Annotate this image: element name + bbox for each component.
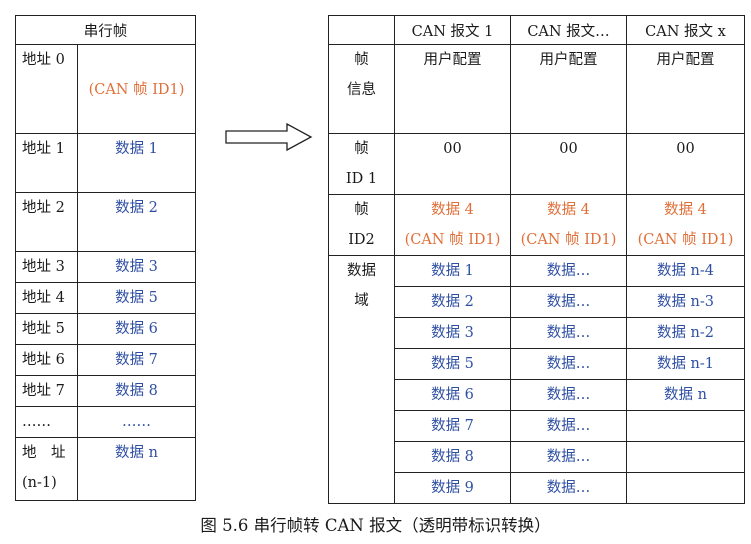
- address-label: 地址 6: [22, 352, 65, 368]
- cell-value: 数据 7: [431, 418, 474, 434]
- table-row: 帧 ID 1 00 00 00: [328, 133, 745, 195]
- address-label: 地址 4: [22, 290, 65, 306]
- row-label: 域: [354, 293, 369, 309]
- table-row: 地址 3 数据 3: [15, 251, 196, 283]
- row-label: 信息: [347, 82, 376, 98]
- cell-value: 数据 n-2: [656, 325, 715, 341]
- address-value: 数据 6: [115, 321, 158, 337]
- address-value: 数据 1: [115, 141, 158, 157]
- cell-value: 00: [443, 141, 462, 157]
- cell-value: 数据 n: [664, 387, 707, 403]
- table-row: 地址 4 数据 5: [15, 282, 196, 314]
- row-label: 帧: [354, 52, 369, 68]
- cell-value: 数据 1: [431, 263, 474, 279]
- cell-value: 数据 8: [431, 449, 474, 465]
- address-label: 地址 1: [22, 141, 65, 157]
- cell-value: [627, 473, 744, 503]
- cell-value: 数据…: [546, 356, 591, 372]
- address-value: 数据 5: [115, 290, 158, 306]
- cell-value: 数据 6: [431, 387, 474, 403]
- cell-value: 数据 4: [431, 202, 474, 218]
- table-row: 地址 6 数据 7: [15, 344, 196, 376]
- cell-value: 数据…: [546, 325, 591, 341]
- column-header: CAN 报文 1: [394, 15, 511, 45]
- address-label: 地址 2: [22, 200, 65, 216]
- cell-value: 数据 5: [431, 356, 474, 372]
- cell-value: 数据…: [546, 387, 591, 403]
- table-row: 帧 ID2 数据 4 (CAN 帧 ID1) 数据 4 (CAN 帧 ID1) …: [328, 194, 745, 256]
- address-value: 数据 n: [115, 445, 158, 461]
- cell-value: 数据…: [546, 480, 591, 496]
- cell-value: 数据 3: [431, 325, 474, 341]
- cell-value: 用户配置: [539, 52, 598, 68]
- cell-value: 数据…: [546, 449, 591, 465]
- table-row: 数据 域 数据 1 数据… 数据 n-4: [328, 255, 745, 504]
- table-row: 数据 3 数据… 数据 n-2: [329, 317, 745, 349]
- table-row: 地址 2 数据 2: [15, 192, 196, 252]
- right-arrow-icon: [225, 122, 313, 152]
- row-label: ID 1: [345, 171, 378, 187]
- address-value: (CAN 帧 ID1): [88, 82, 185, 98]
- table-row: 数据 7 数据…: [329, 410, 745, 442]
- address-value: 数据 2: [115, 200, 158, 216]
- cell-value: (CAN 帧 ID1): [520, 232, 617, 248]
- address-label: 地址 0: [22, 52, 65, 68]
- column-header: CAN 报文…: [510, 15, 627, 45]
- row-label: 帧: [354, 202, 369, 218]
- table-row: 地址 5 数据 6: [15, 313, 196, 345]
- table-row: 帧 信息 用户配置 用户配置 用户配置: [328, 44, 745, 134]
- cell-value: 00: [676, 141, 695, 157]
- table-row: 数据 5 数据… 数据 n-1: [329, 348, 745, 380]
- cell-value: 数据 n-1: [656, 356, 715, 372]
- table-row: 地 址 (n-1) 数据 n: [15, 437, 196, 501]
- cell-value: 数据 2: [431, 294, 474, 310]
- serial-frame-header: 串行帧: [15, 15, 196, 45]
- cell-value: 用户配置: [423, 52, 482, 68]
- cell-value: 数据…: [546, 418, 591, 434]
- address-label: ……: [22, 414, 51, 430]
- cell-value: 用户配置: [656, 52, 715, 68]
- table-row: 数据 8 数据…: [329, 441, 745, 473]
- address-label: 地 址: [22, 445, 66, 461]
- cell-value: 数据 4: [547, 202, 590, 218]
- table-row: 地址 1 数据 1: [15, 133, 196, 193]
- row-label: 帧: [354, 141, 369, 157]
- table-row: 数据 2 数据… 数据 n-3: [329, 286, 745, 318]
- figure-caption: 图 5.6 串行帧转 CAN 报文（透明带标识转换）: [200, 516, 551, 535]
- address-label: 地址 3: [22, 259, 65, 275]
- cell-value: 数据…: [546, 263, 591, 279]
- address-label: 地址 7: [22, 383, 65, 399]
- column-header: CAN 报文 x: [626, 15, 745, 45]
- address-value: 数据 7: [115, 352, 158, 368]
- address-value: 数据 8: [115, 383, 158, 399]
- table-row: …… ……: [15, 406, 196, 438]
- address-label: 地址 5: [22, 321, 65, 337]
- cell-value: (CAN 帧 ID1): [404, 232, 501, 248]
- address-value: 数据 3: [115, 259, 158, 275]
- cell-value: [627, 411, 744, 441]
- address-value: ……: [122, 414, 151, 430]
- table-row: 地址 0 (CAN 帧 ID1): [15, 44, 196, 134]
- cell-value: 00: [559, 141, 578, 157]
- serial-frame-table: 串行帧 地址 0 (CAN 帧 ID1) 地址 1 数据 1 地址 2 数据 2…: [15, 15, 196, 501]
- cell-value: (CAN 帧 ID1): [637, 232, 734, 248]
- cell-value: 数据 n-4: [656, 263, 715, 279]
- cell-value: 数据 n-3: [656, 294, 715, 310]
- address-label-sub: (n-1): [22, 475, 57, 491]
- cell-value: [627, 442, 744, 472]
- cell-value: 数据 4: [664, 202, 707, 218]
- table-row: 地址 7 数据 8: [15, 375, 196, 407]
- cell-value: 数据…: [546, 294, 591, 310]
- table-row: 数据 9 数据…: [329, 472, 745, 504]
- table-row: 数据 6 数据… 数据 n: [329, 379, 745, 411]
- cell-value: 数据 9: [431, 480, 474, 496]
- row-label: ID2: [348, 232, 375, 248]
- row-label: 数据: [347, 263, 376, 279]
- can-message-table: CAN 报文 1 CAN 报文… CAN 报文 x 帧 信息 用户配置 用户配置…: [328, 15, 745, 504]
